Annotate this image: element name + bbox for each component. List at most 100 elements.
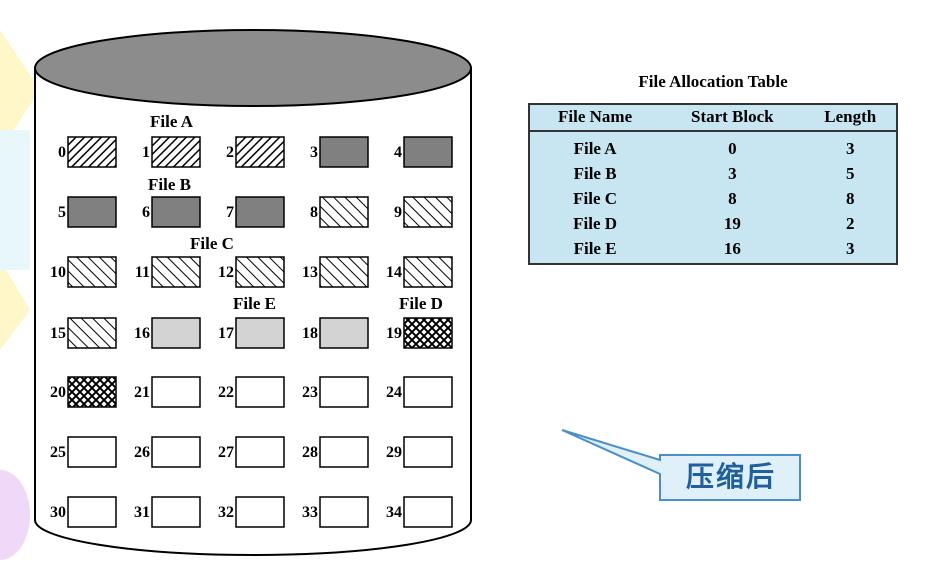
callout-shape xyxy=(561,429,801,501)
disk-block-19 xyxy=(403,317,453,349)
fat-cell-file-name: File A xyxy=(573,139,617,158)
block-number-label: 15 xyxy=(50,325,66,342)
disk-block-12 xyxy=(235,256,285,288)
block-number-label: 16 xyxy=(134,325,150,342)
fat-cell-length: 3 xyxy=(845,239,855,258)
table-row: File D 19 2 xyxy=(529,211,897,236)
file-a-label: File A xyxy=(150,112,193,131)
cyan-band-decoration xyxy=(0,130,30,270)
block-number-label: 33 xyxy=(302,504,318,521)
disk-block-32 xyxy=(235,496,285,528)
block-number-label: 30 xyxy=(50,504,66,521)
block-number-label: 8 xyxy=(310,204,318,221)
fat-cell-file-name: File E xyxy=(573,239,617,258)
disk-block-29 xyxy=(403,436,453,468)
fat-header-row: File Name Start Block Length xyxy=(529,104,897,132)
block-number-label: 3 xyxy=(310,144,318,161)
fat-cell-length: 8 xyxy=(845,189,855,208)
file-e-label: File E xyxy=(233,294,276,313)
block-number-label: 13 xyxy=(302,264,318,281)
disk-block-1 xyxy=(151,136,201,168)
fat-cell-length: 2 xyxy=(845,214,855,233)
disk-block-3 xyxy=(319,136,369,168)
block-number-label: 5 xyxy=(58,204,66,221)
block-number-label: 17 xyxy=(218,325,234,342)
block-number-label: 23 xyxy=(302,384,318,401)
callout-text: 压缩后 xyxy=(685,460,776,493)
fat-cell-start-block: 19 xyxy=(723,214,741,233)
block-number-label: 28 xyxy=(302,444,318,461)
disk-block-24 xyxy=(403,376,453,408)
disk-block-17 xyxy=(235,317,285,349)
disk-block-7 xyxy=(235,196,285,228)
disk-block-25 xyxy=(67,436,117,468)
fat-cell-file-name: File C xyxy=(573,189,618,208)
file-allocation-table: File Name Start Block Length File A 0 3 … xyxy=(528,103,898,265)
block-number-label: 19 xyxy=(386,325,402,342)
disk-block-2 xyxy=(235,136,285,168)
fat-cell-start-block: 8 xyxy=(728,189,737,208)
fat-cell-start-block: 16 xyxy=(723,239,741,258)
fat-cell-start-block: 0 xyxy=(728,139,737,158)
fat-header-file-name: File Name xyxy=(529,104,661,132)
disk-block-18 xyxy=(319,317,369,349)
fat-header-length: Length xyxy=(804,104,897,132)
disk-block-6 xyxy=(151,196,201,228)
disk-cylinder-top xyxy=(34,29,472,107)
block-number-label: 9 xyxy=(394,204,402,221)
disk-block-34 xyxy=(403,496,453,528)
fat-cell-length: 3 xyxy=(845,139,855,158)
block-number-label: 0 xyxy=(58,144,66,161)
block-number-label: 20 xyxy=(50,384,66,401)
block-number-label: 34 xyxy=(386,504,402,521)
yellow-ray-decoration xyxy=(0,30,40,150)
disk-block-31 xyxy=(151,496,201,528)
disk-block-16 xyxy=(151,317,201,349)
disk-block-8 xyxy=(319,196,369,228)
fat-cell-file-name: File D xyxy=(573,214,618,233)
block-number-label: 29 xyxy=(386,444,402,461)
fat-cell-length: 5 xyxy=(845,164,855,183)
block-number-label: 14 xyxy=(386,264,402,281)
disk-block-27 xyxy=(235,436,285,468)
disk-block-33 xyxy=(319,496,369,528)
fat-cell-start-block: 3 xyxy=(728,164,737,183)
disk-block-15 xyxy=(67,317,117,349)
block-number-label: 31 xyxy=(134,504,150,521)
disk-block-23 xyxy=(319,376,369,408)
block-number-label: 11 xyxy=(134,264,150,281)
file-d-label: File D xyxy=(399,294,443,313)
block-number-label: 26 xyxy=(134,444,150,461)
disk-block-13 xyxy=(319,256,369,288)
disk-block-4 xyxy=(403,136,453,168)
table-row: File C 8 8 xyxy=(529,186,897,211)
purple-circle-decoration xyxy=(0,470,30,560)
block-number-label: 21 xyxy=(134,384,150,401)
fat-header-start-block: Start Block xyxy=(660,104,805,132)
disk-cylinder-body xyxy=(34,68,472,556)
disk-block-21 xyxy=(151,376,201,408)
table-row: File A 0 3 xyxy=(529,131,897,161)
disk-block-20 xyxy=(67,376,117,408)
disk-block-9 xyxy=(403,196,453,228)
block-number-label: 6 xyxy=(142,204,150,221)
disk-block-28 xyxy=(319,436,369,468)
disk-block-5 xyxy=(67,196,117,228)
disk-block-14 xyxy=(403,256,453,288)
table-row: File B 3 5 xyxy=(529,161,897,186)
block-number-label: 2 xyxy=(226,144,234,161)
block-number-label: 32 xyxy=(218,504,234,521)
block-number-label: 1 xyxy=(142,144,150,161)
block-number-label: 22 xyxy=(218,384,234,401)
fat-title: File Allocation Table xyxy=(638,72,788,91)
fat-cell-file-name: File B xyxy=(573,164,617,183)
file-c-label: File C xyxy=(190,234,234,253)
disk-block-10 xyxy=(67,256,117,288)
yellow-ray-decoration xyxy=(0,260,30,350)
disk-block-26 xyxy=(151,436,201,468)
block-number-label: 4 xyxy=(394,144,402,161)
disk-block-30 xyxy=(67,496,117,528)
